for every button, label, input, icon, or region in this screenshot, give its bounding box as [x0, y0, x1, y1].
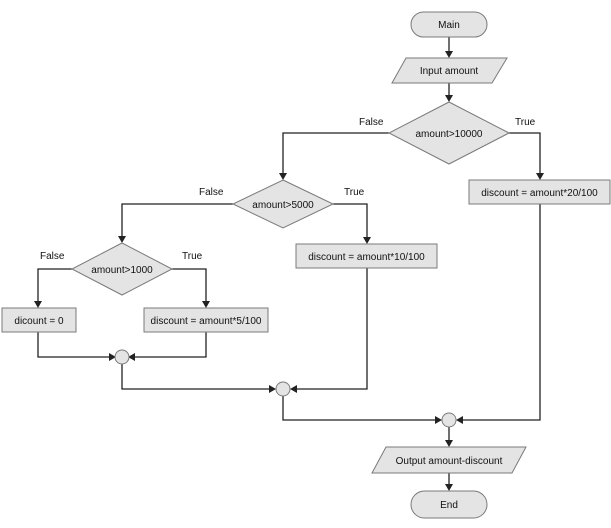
- edge-1000-true: [172, 268, 207, 301]
- arrowhead: [290, 385, 297, 393]
- process-5-label: discount = amount*5/100: [151, 316, 262, 327]
- label-true-10000: True: [515, 117, 536, 128]
- process-discount-10: discount = amount*10/100: [295, 243, 438, 269]
- edge-process-0-to-connector-1: [37, 332, 109, 358]
- edges: [34, 37, 544, 491]
- input-node: Input amount: [391, 57, 508, 84]
- end-terminator: End: [410, 490, 488, 519]
- output-label: Output amount-discount: [396, 456, 503, 467]
- arrowhead: [445, 484, 453, 491]
- arrowhead: [269, 385, 276, 393]
- process-0-label: dicount = 0: [14, 316, 64, 327]
- decision-5000-label: amount>5000: [252, 200, 314, 211]
- arrowhead: [536, 173, 544, 180]
- edge-10000-true: [509, 132, 541, 173]
- arrowhead: [109, 353, 116, 361]
- edge-5000-false: [121, 203, 233, 236]
- edge-process-20-to-connector-3: [463, 204, 541, 421]
- process-dicount-0: dicount = 0: [1, 307, 77, 333]
- start-label: Main: [438, 20, 460, 31]
- label-true-1000: True: [182, 251, 203, 262]
- label-false-1000: False: [40, 251, 65, 262]
- process-10-label: discount = amount*10/100: [308, 252, 425, 263]
- connector-2: [275, 381, 291, 397]
- arrowhead: [128, 353, 135, 361]
- output-node: Output amount-discount: [371, 446, 527, 474]
- arrowhead: [34, 301, 42, 308]
- arrowhead: [445, 440, 453, 447]
- arrowhead: [279, 173, 287, 180]
- label-true-5000: True: [344, 187, 365, 198]
- arrowhead: [456, 416, 463, 424]
- connector-3: [441, 412, 457, 428]
- label-false-5000: False: [199, 187, 224, 198]
- edge-connector-2-to-connector-3: [282, 396, 435, 421]
- decision-amount-5000: amount>5000: [231, 179, 335, 229]
- process-20-label: discount = amount*20/100: [481, 188, 598, 199]
- edge-5000-true: [333, 203, 368, 237]
- label-false-10000: False: [359, 117, 384, 128]
- edge-10000-false: [282, 132, 389, 173]
- start-terminator: Main: [410, 11, 488, 38]
- decision-amount-1000: amount>1000: [70, 242, 174, 296]
- decision-1000-label: amount>1000: [91, 265, 153, 276]
- arrowhead: [118, 236, 126, 243]
- arrowhead: [445, 51, 453, 58]
- decision-10000-label: amount>10000: [415, 129, 482, 140]
- arrowhead: [435, 416, 442, 424]
- input-label: Input amount: [420, 66, 479, 77]
- decision-amount-10000: amount>10000: [387, 101, 511, 165]
- edge-connector-1-to-connector-2: [121, 364, 269, 390]
- edge-process-5-to-connector-1: [135, 332, 207, 358]
- end-label: End: [440, 500, 458, 511]
- process-discount-20: discount = amount*20/100: [468, 179, 611, 205]
- arrowhead: [445, 95, 453, 102]
- arrowhead: [363, 237, 371, 244]
- arrowhead: [202, 301, 210, 308]
- connector-1: [114, 349, 130, 365]
- edge-process-10-to-connector-2: [297, 268, 368, 390]
- edge-1000-false: [37, 268, 72, 301]
- process-discount-5: discount = amount*5/100: [143, 307, 269, 333]
